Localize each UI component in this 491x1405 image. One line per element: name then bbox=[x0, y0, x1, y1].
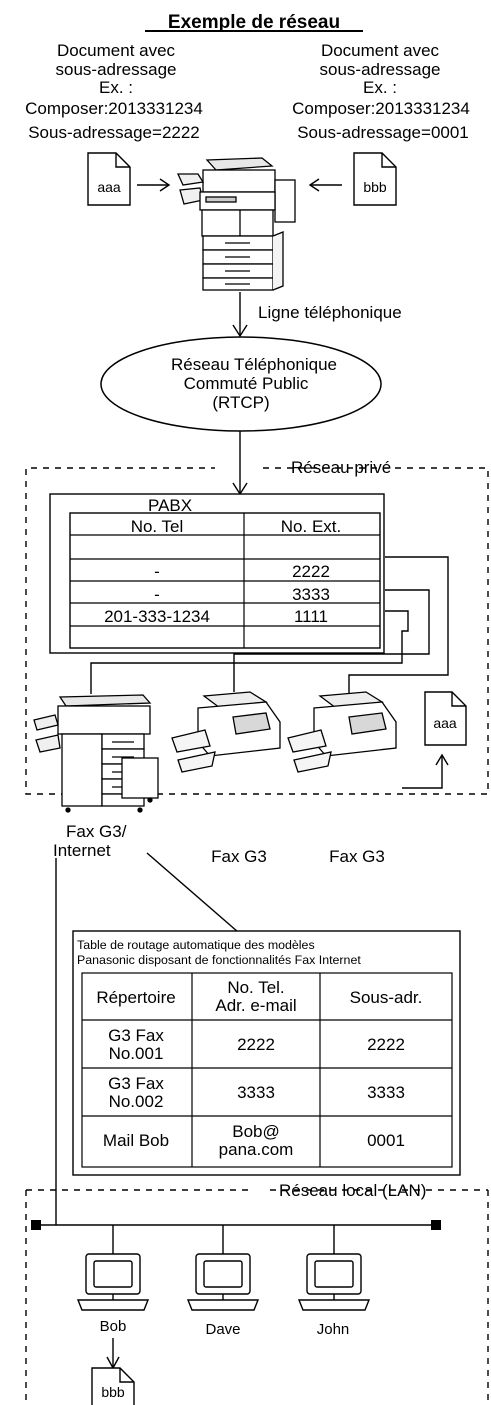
pstn-line3: (RTCP) bbox=[212, 393, 269, 412]
computer-dave-icon bbox=[186, 1253, 260, 1311]
output-document-label: aaa bbox=[433, 715, 457, 731]
left-sender-line1: Document avec bbox=[57, 41, 176, 60]
received-document-label: bbb bbox=[101, 1384, 125, 1400]
phone-line-arrow-icon bbox=[232, 324, 248, 338]
left-document-label: aaa bbox=[97, 179, 121, 195]
output-arrow-icon bbox=[402, 753, 449, 789]
computer-bob-icon bbox=[76, 1253, 150, 1311]
pabx-title: PABX bbox=[148, 496, 192, 515]
routing-row3-address-line1: Bob@ bbox=[232, 1122, 280, 1141]
received-document-icon: bbb bbox=[91, 1367, 135, 1405]
routing-header-directory: Répertoire bbox=[96, 988, 175, 1007]
fax-g3-1-label: Fax G3 bbox=[211, 847, 267, 866]
routing-row1-dir-line2: No.001 bbox=[109, 1044, 164, 1063]
internet-fax-icon bbox=[33, 694, 159, 813]
routing-row2-dir-line1: G3 Fax bbox=[108, 1074, 164, 1093]
right-document-icon: bbb bbox=[353, 152, 397, 206]
pstn-line1: Réseau Téléphonique bbox=[171, 355, 337, 374]
routing-row2-dir-line2: No.002 bbox=[109, 1092, 164, 1111]
left-sender-text: Document avec sous-adressage Ex. : Compo… bbox=[25, 41, 203, 142]
pabx-row1-ext: 2222 bbox=[292, 562, 330, 581]
pabx-row1-tel: - bbox=[154, 562, 160, 581]
internet-fax-label-line2: Internet bbox=[53, 841, 111, 860]
pabx-extension-wiring bbox=[90, 556, 449, 706]
pabx-row2-ext: 3333 bbox=[292, 585, 330, 604]
fax-g3-2-label: Fax G3 bbox=[329, 847, 385, 866]
internet-fax-label-line1: Fax G3/ bbox=[66, 822, 127, 841]
right-sender-text: Document avec sous-adressage Ex. : Compo… bbox=[292, 41, 470, 142]
computer-john-label: John bbox=[317, 1321, 350, 1338]
private-network-label: Réseau privé bbox=[291, 458, 391, 477]
routing-row2-address: 3333 bbox=[237, 1083, 275, 1102]
pabx-header-tel: No. Tel bbox=[131, 517, 184, 536]
right-document-label: bbb bbox=[363, 179, 387, 195]
output-document-icon: aaa bbox=[424, 691, 467, 746]
pstn-line2: Commuté Public bbox=[184, 374, 309, 393]
routing-table-callout-line bbox=[146, 852, 239, 933]
fax-g3-1-icon bbox=[171, 691, 281, 773]
pabx-row3-tel: 201-333-1234 bbox=[104, 607, 210, 626]
routing-header-address-line2: Adr. e-mail bbox=[215, 996, 296, 1015]
computer-bob-label: Bob bbox=[100, 1318, 127, 1335]
routing-table-caption-line1: Table de routage automatique des modèles bbox=[77, 938, 315, 952]
computer-john-icon bbox=[297, 1253, 371, 1311]
fax-g3-2-icon bbox=[287, 691, 397, 773]
right-arrow-icon bbox=[308, 178, 342, 192]
pabx-table: PABX No. Tel No. Ext. - 2222 - 3333 201-… bbox=[49, 493, 385, 654]
right-sender-line3: Ex. : bbox=[363, 78, 397, 97]
right-sender-subaddress: Sous-adressage=0001 bbox=[297, 123, 469, 142]
private-network-boundary bbox=[25, 467, 489, 795]
routing-header-address-line1: No. Tel. bbox=[227, 978, 284, 997]
lan-terminator-right-icon bbox=[431, 1220, 441, 1230]
right-sender-line1: Document avec bbox=[321, 41, 440, 60]
pabx-header-ext: No. Ext. bbox=[281, 517, 341, 536]
left-sender-line3: Ex. : bbox=[99, 78, 133, 97]
left-sender-line2: sous-adressage bbox=[56, 60, 177, 79]
left-document-icon: aaa bbox=[87, 152, 131, 206]
routing-row1-subaddress: 2222 bbox=[367, 1035, 405, 1054]
routing-table: Table de routage automatique des modèles… bbox=[72, 930, 461, 1176]
right-sender-line2: sous-adressage bbox=[320, 60, 441, 79]
routing-row3-address-line2: pana.com bbox=[219, 1140, 294, 1159]
routing-header-subaddress: Sous-adr. bbox=[350, 988, 423, 1007]
routing-row3-dir: Mail Bob bbox=[103, 1131, 169, 1150]
routing-row3-subaddress: 0001 bbox=[367, 1131, 405, 1150]
lan-label: Réseau local (LAN) bbox=[279, 1181, 426, 1200]
lan-boundary bbox=[25, 1189, 489, 1405]
routing-table-caption-line2: Panasonic disposant de fonctionnalités F… bbox=[77, 953, 361, 967]
pabx-row3-ext: 1111 bbox=[294, 607, 328, 626]
left-sender-dial: Composer:2013331234 bbox=[25, 99, 203, 118]
computer-dave-label: Dave bbox=[205, 1321, 240, 1338]
phone-line-label: Ligne téléphonique bbox=[258, 303, 402, 322]
diagram-title: Exemple de réseau bbox=[168, 12, 340, 33]
pstn-cloud bbox=[100, 336, 382, 432]
pabx-row2-tel: - bbox=[154, 585, 160, 604]
central-printer-icon bbox=[176, 157, 296, 291]
routing-row1-address: 2222 bbox=[237, 1035, 275, 1054]
lan-terminator-left-icon bbox=[31, 1220, 41, 1230]
left-arrow-icon bbox=[137, 178, 171, 192]
routing-row1-dir-line1: G3 Fax bbox=[108, 1026, 164, 1045]
left-sender-subaddress: Sous-adressage=2222 bbox=[28, 123, 200, 142]
routing-row2-subaddress: 3333 bbox=[367, 1083, 405, 1102]
right-sender-dial: Composer:2013331234 bbox=[292, 99, 470, 118]
